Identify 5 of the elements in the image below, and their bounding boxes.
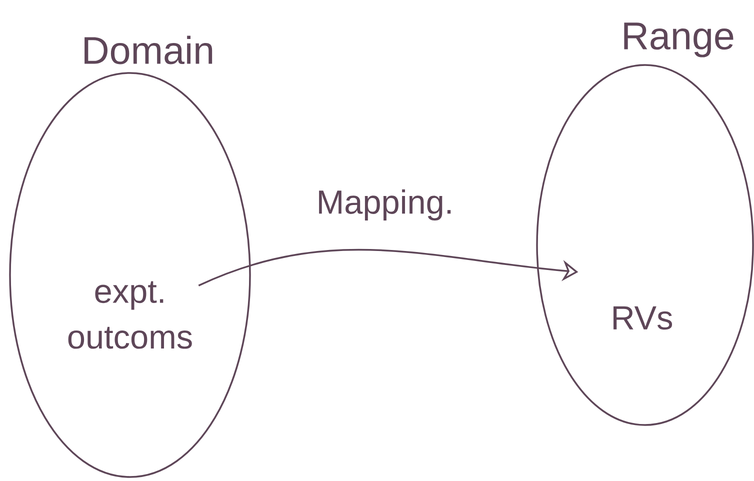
node-label: Range <box>624 22 734 58</box>
set-element-label: expt. outcoms <box>68 281 192 349</box>
node-label: Domain <box>84 36 212 64</box>
set-element-label: RVs <box>614 306 672 330</box>
edge-label: Mapping. <box>319 189 451 221</box>
